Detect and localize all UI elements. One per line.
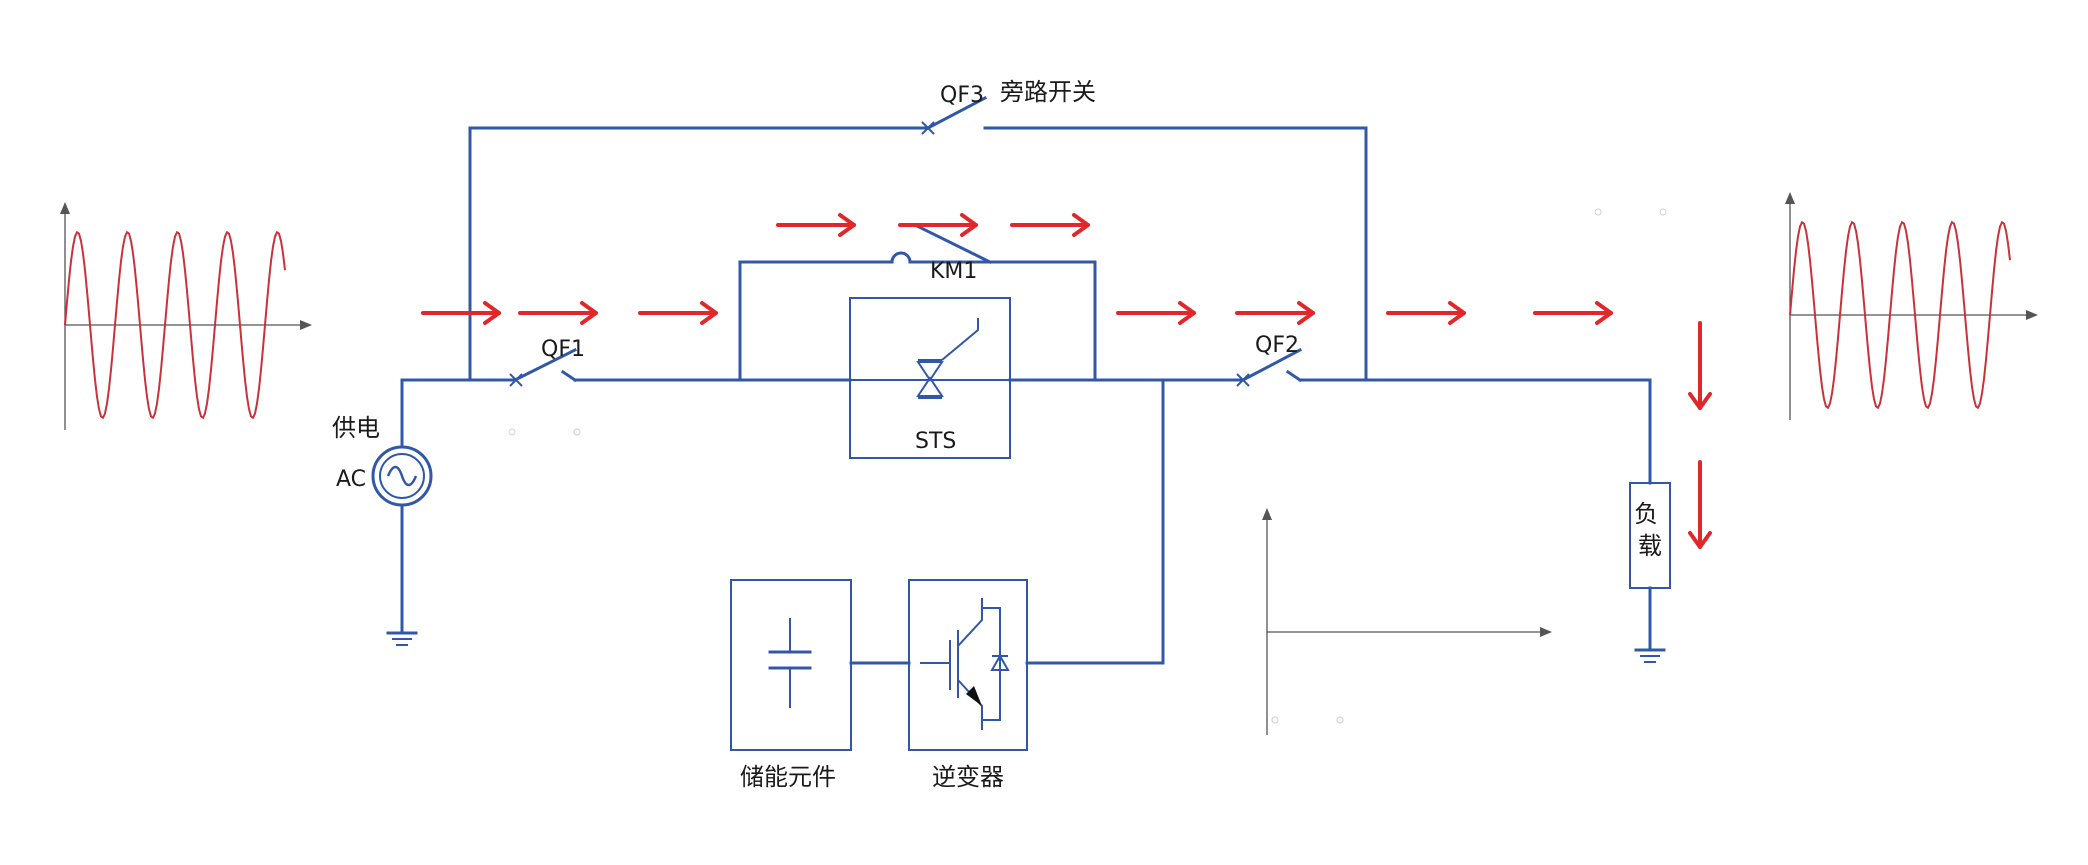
flow-arrow-down <box>1688 321 1712 410</box>
main-wiring <box>400 126 1652 665</box>
bypass-wire-right <box>983 126 1368 382</box>
flow-arrow-right <box>1533 301 1613 325</box>
output-sine-wave <box>1789 220 2011 410</box>
bypass-switch-label: 旁路开关 <box>1000 78 1096 106</box>
faint-mark <box>1594 208 1602 216</box>
thyristor-icon <box>916 318 979 399</box>
flow-arrow-right <box>638 301 718 325</box>
qf3-label: QF3 <box>940 83 984 108</box>
input-wave-x-arrowhead <box>300 320 312 330</box>
input-wave-y-arrowhead <box>60 202 70 214</box>
load-box <box>1629 482 1671 589</box>
qf3-breaker-icon <box>921 95 988 135</box>
km1-branch-right <box>988 260 1097 382</box>
qf1-label: QF1 <box>541 337 585 362</box>
km1-contactor-icon <box>912 222 993 265</box>
ac-source-icon <box>371 445 433 507</box>
km1-label: KM1 <box>930 259 977 284</box>
flow-arrow-right <box>1116 301 1196 325</box>
sts-switch-box <box>849 297 1011 459</box>
faint-mark <box>1271 716 1279 724</box>
source-upper-wire <box>400 378 472 449</box>
faint-mark <box>1659 208 1667 216</box>
inverter-feed-wire <box>1025 378 1165 665</box>
igbt-icon <box>920 598 1010 730</box>
km1-wire-hop <box>890 251 912 264</box>
empty-axes <box>1262 508 1552 735</box>
input-waveform-chart <box>60 202 312 430</box>
flow-arrow-right <box>1010 213 1090 237</box>
ac-label: AC <box>336 467 366 492</box>
flow-arrow-right <box>518 301 598 325</box>
faint-mark <box>508 428 516 436</box>
empty-y-arrowhead <box>1262 508 1272 520</box>
power-supply-label: 供电 <box>332 414 380 442</box>
main-wire-qf2-to-load <box>1298 378 1652 485</box>
storage-element-label: 储能元件 <box>740 763 836 791</box>
flow-arrow-right <box>898 213 978 237</box>
output-wave-x-arrowhead <box>2026 310 2038 320</box>
flow-arrow-right <box>776 213 856 237</box>
flow-arrow-right <box>1235 301 1315 325</box>
power-flow-arrows <box>421 213 1712 549</box>
qf2-label: QF2 <box>1255 333 1299 358</box>
input-sine-wave <box>64 230 286 420</box>
capacitor-icon <box>768 618 812 708</box>
flow-arrow-down <box>1688 460 1712 549</box>
km1-branch-left <box>738 260 894 382</box>
qf2-breaker-icon <box>1236 347 1303 387</box>
flow-arrow-right <box>1386 301 1466 325</box>
inverter-label: 逆变器 <box>932 763 1004 791</box>
faint-mark <box>1336 716 1344 724</box>
qf1-breaker-icon <box>509 347 578 387</box>
storage-element-box <box>730 579 852 751</box>
load-ground-icon <box>1634 648 1666 663</box>
faint-marks <box>508 208 1667 724</box>
output-waveform-chart <box>1785 192 2038 420</box>
load-label: 负 载 <box>1634 500 1666 560</box>
empty-x-arrowhead <box>1540 627 1552 637</box>
bypass-wire-left <box>468 126 930 382</box>
source-ground-icon <box>386 631 418 646</box>
flow-arrow-right <box>421 301 501 325</box>
output-wave-y-arrowhead <box>1785 192 1795 204</box>
inverter-box <box>908 579 1028 751</box>
sts-label: STS <box>915 429 956 454</box>
faint-mark <box>573 428 581 436</box>
